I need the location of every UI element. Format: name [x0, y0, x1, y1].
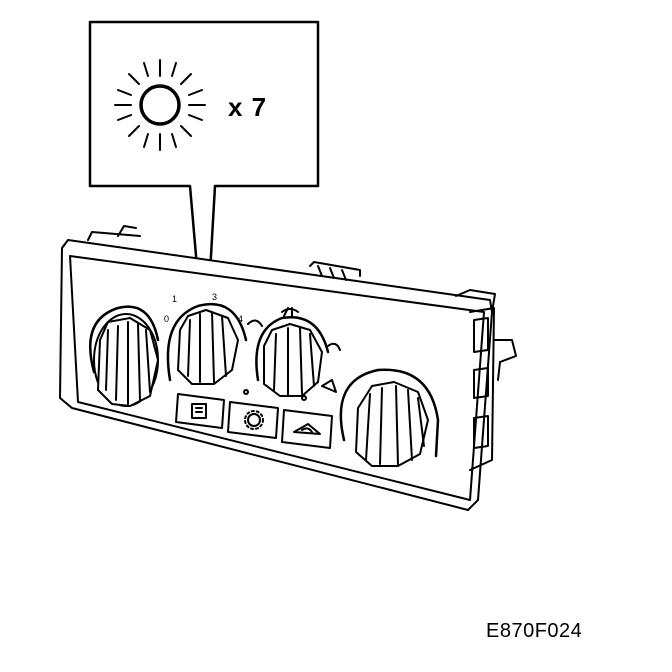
- svg-text:3: 3: [212, 292, 217, 302]
- recirculation-button: [227, 401, 279, 439]
- air-distribution-knob: [247, 307, 341, 397]
- svg-text:0: 0: [164, 314, 169, 324]
- left-knob: [89, 305, 160, 407]
- rear-defrost-button: [175, 393, 225, 429]
- svg-text:1: 1: [172, 294, 177, 304]
- bulb-quantity-label: x 7: [228, 92, 268, 122]
- bulb-icon: [114, 59, 206, 151]
- figure-code: E870F024: [486, 620, 583, 642]
- fan-speed-knob: 1 3 4 0: [164, 292, 248, 385]
- right-knob: [339, 368, 440, 467]
- svg-text:4: 4: [238, 314, 243, 324]
- air-inlet-button: [281, 409, 333, 449]
